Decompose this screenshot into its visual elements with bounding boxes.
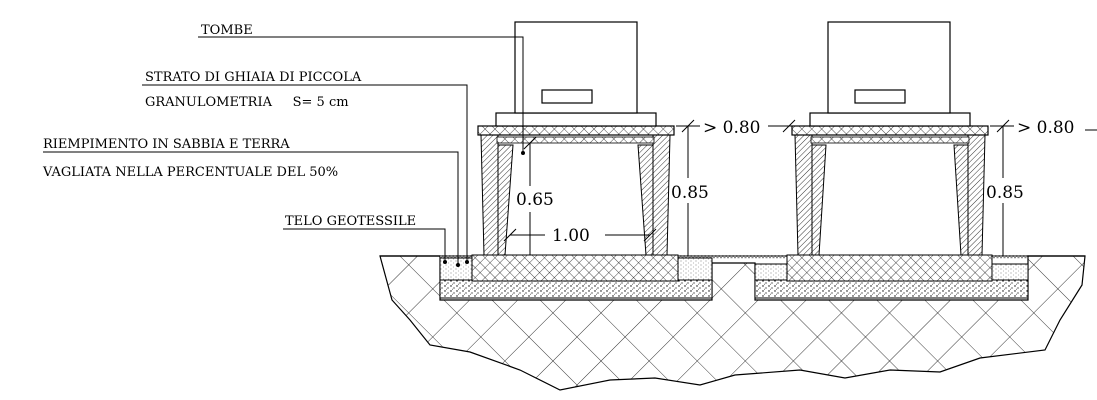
dim-width: 1.00 — [552, 226, 590, 246]
headstone-base-right — [809, 112, 971, 127]
label-telo: TELO GEOTESSILE — [285, 214, 416, 229]
terrain — [379, 255, 1086, 391]
wall-right-b — [967, 134, 986, 256]
wall-right-a — [794, 134, 813, 256]
tomb-left — [439, 21, 713, 299]
label-sabbia-2: VAGLIATA NELLA PERCENTUALE DEL 50% — [42, 165, 338, 180]
label-ghiaia-1: STRATO DI GHIAIA DI PICCOLA — [145, 70, 362, 85]
dimension-lines — [503, 119, 1097, 256]
plaque-right — [854, 89, 906, 104]
headstone-base-left — [495, 112, 657, 127]
inner-taper-left-b — [637, 144, 654, 256]
label-sabbia-1: RIEMPIMENTO IN SABBIA E TERRA — [43, 137, 290, 152]
cover-inner-left — [496, 136, 655, 144]
slab-right — [786, 254, 993, 282]
gravel-base-left — [439, 279, 713, 299]
gravel-base-right — [754, 279, 1029, 299]
label-tombe: TOMBE — [201, 23, 253, 38]
leader-lines — [43, 36, 525, 267]
wall-left-b — [652, 134, 671, 256]
inner-taper-right-b — [953, 144, 969, 256]
dim-right-height: 0.85 — [986, 183, 1024, 203]
dim-gap-left: > 0.80 — [703, 118, 761, 138]
label-ghiaia-2: GRANULOMETRIA S= 5 cm — [145, 95, 349, 110]
cover-right — [791, 125, 989, 136]
dim-left-height: 0.85 — [671, 183, 709, 203]
cover-left — [477, 125, 675, 136]
cover-inner-right — [810, 136, 970, 144]
dim-inner-height: 0.65 — [516, 190, 554, 210]
plaque-left — [541, 89, 593, 104]
tomb-right — [754, 21, 1029, 299]
slab-left — [471, 254, 679, 282]
wall-left-a — [480, 134, 499, 256]
inner-taper-right-a — [811, 144, 827, 256]
dim-gap-right: > 0.80 — [1017, 118, 1075, 138]
inner-taper-left-a — [497, 144, 514, 256]
